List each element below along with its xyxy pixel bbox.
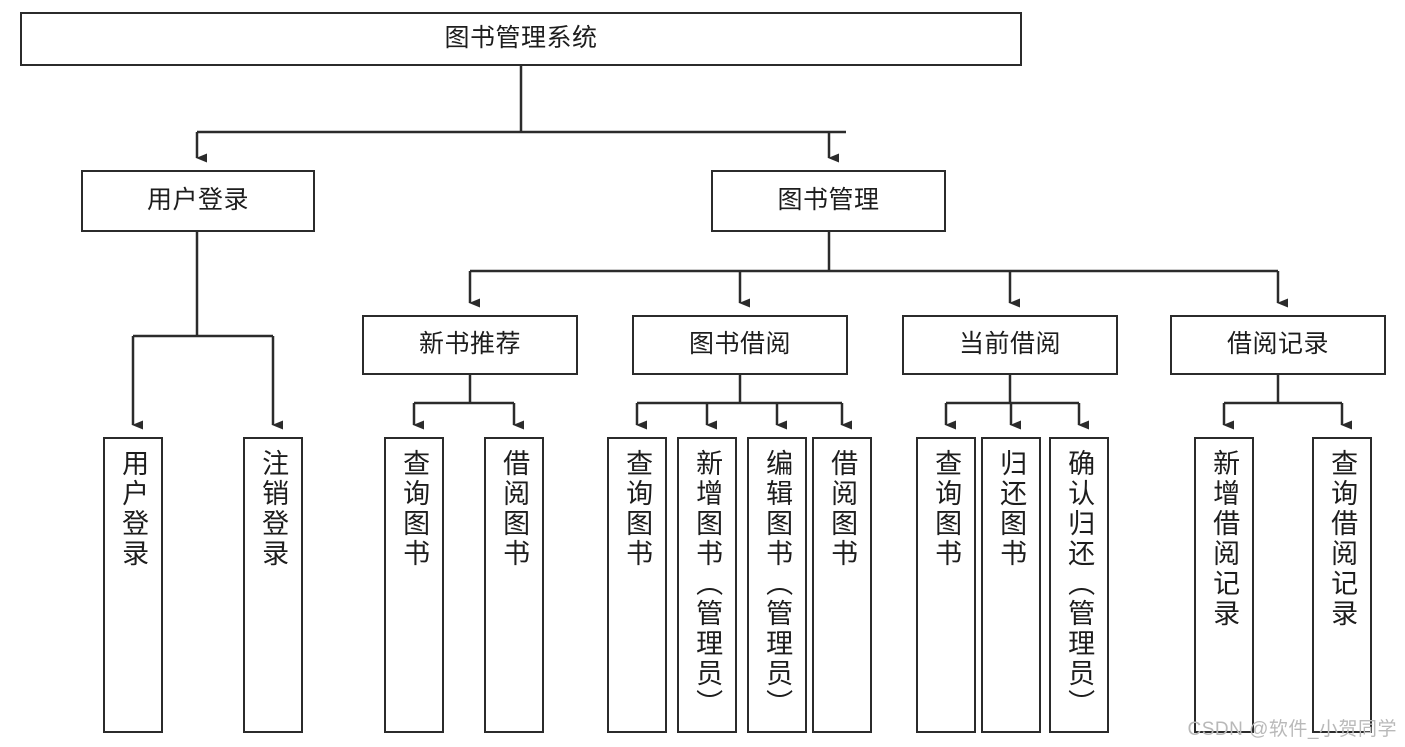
node-label: 确认归还（管理员） — [1064, 449, 1095, 719]
leaf-recommend-query-book[interactable]: 查询图书 — [384, 437, 444, 733]
leaf-borrow-borrow-book[interactable]: 借阅图书 — [812, 437, 872, 733]
node-label: 图书借阅 — [688, 330, 791, 359]
node-label: 图书管理系统 — [444, 24, 598, 53]
node-book-borrow[interactable]: 图书借阅 — [632, 315, 848, 375]
node-book-management[interactable]: 图书管理 — [711, 170, 946, 232]
node-label: 借阅图书 — [499, 449, 530, 569]
node-borrow-record[interactable]: 借阅记录 — [1170, 315, 1386, 375]
node-label: 新增图书（管理员） — [692, 449, 723, 719]
node-label: 借阅图书 — [827, 449, 858, 569]
node-current-borrow[interactable]: 当前借阅 — [902, 315, 1118, 375]
node-label: 图书管理 — [777, 186, 880, 215]
leaf-current-query-book[interactable]: 查询图书 — [916, 437, 976, 733]
leaf-borrow-edit-book-admin[interactable]: 编辑图书（管理员） — [747, 437, 807, 733]
node-label: 查询借阅记录 — [1327, 449, 1358, 629]
watermark: CSDN @软件_小贺同学 — [1187, 719, 1397, 740]
node-label: 用户登录 — [118, 449, 149, 569]
node-label: 用户登录 — [146, 186, 249, 215]
node-new-book-recommend[interactable]: 新书推荐 — [362, 315, 578, 375]
node-label: 注销登录 — [258, 449, 289, 569]
node-label: 新书推荐 — [418, 330, 521, 359]
node-label: 查询图书 — [622, 449, 653, 569]
leaf-borrow-add-book-admin[interactable]: 新增图书（管理员） — [677, 437, 737, 733]
leaf-user-login-login[interactable]: 用户登录 — [103, 437, 163, 733]
node-label: 查询图书 — [399, 449, 430, 569]
node-label: 当前借阅 — [958, 330, 1061, 359]
leaf-record-query-record[interactable]: 查询借阅记录 — [1312, 437, 1372, 733]
leaf-recommend-borrow-book[interactable]: 借阅图书 — [484, 437, 544, 733]
leaf-user-login-logout[interactable]: 注销登录 — [243, 437, 303, 733]
leaf-borrow-query-book[interactable]: 查询图书 — [607, 437, 667, 733]
node-label: 新增借阅记录 — [1209, 449, 1240, 629]
leaf-current-return-book[interactable]: 归还图书 — [981, 437, 1041, 733]
node-root-system[interactable]: 图书管理系统 — [20, 12, 1022, 66]
node-label: 归还图书 — [996, 449, 1027, 569]
node-label: 编辑图书（管理员） — [762, 449, 793, 719]
node-label: 查询图书 — [931, 449, 962, 569]
node-user-login[interactable]: 用户登录 — [81, 170, 315, 232]
node-label: 借阅记录 — [1226, 330, 1329, 359]
leaf-record-add-record[interactable]: 新增借阅记录 — [1194, 437, 1254, 733]
leaf-current-confirm-return-admin[interactable]: 确认归还（管理员） — [1049, 437, 1109, 733]
